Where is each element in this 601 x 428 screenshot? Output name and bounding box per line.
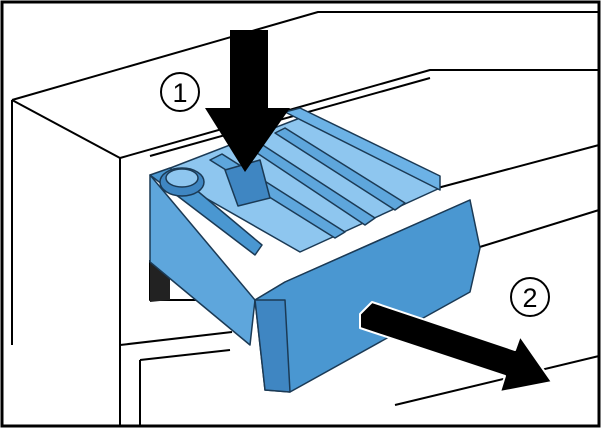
pull-out-arrow bbox=[359, 301, 553, 393]
detergent-drawer bbox=[149, 107, 481, 393]
press-down-arrow bbox=[205, 30, 290, 172]
step-marker-2: 2 bbox=[510, 277, 550, 317]
step-number-2: 2 bbox=[522, 283, 537, 313]
step-number-1: 1 bbox=[172, 78, 187, 108]
step-marker-1: 1 bbox=[160, 72, 200, 112]
step-circle bbox=[160, 72, 200, 112]
step-circle bbox=[510, 277, 550, 317]
